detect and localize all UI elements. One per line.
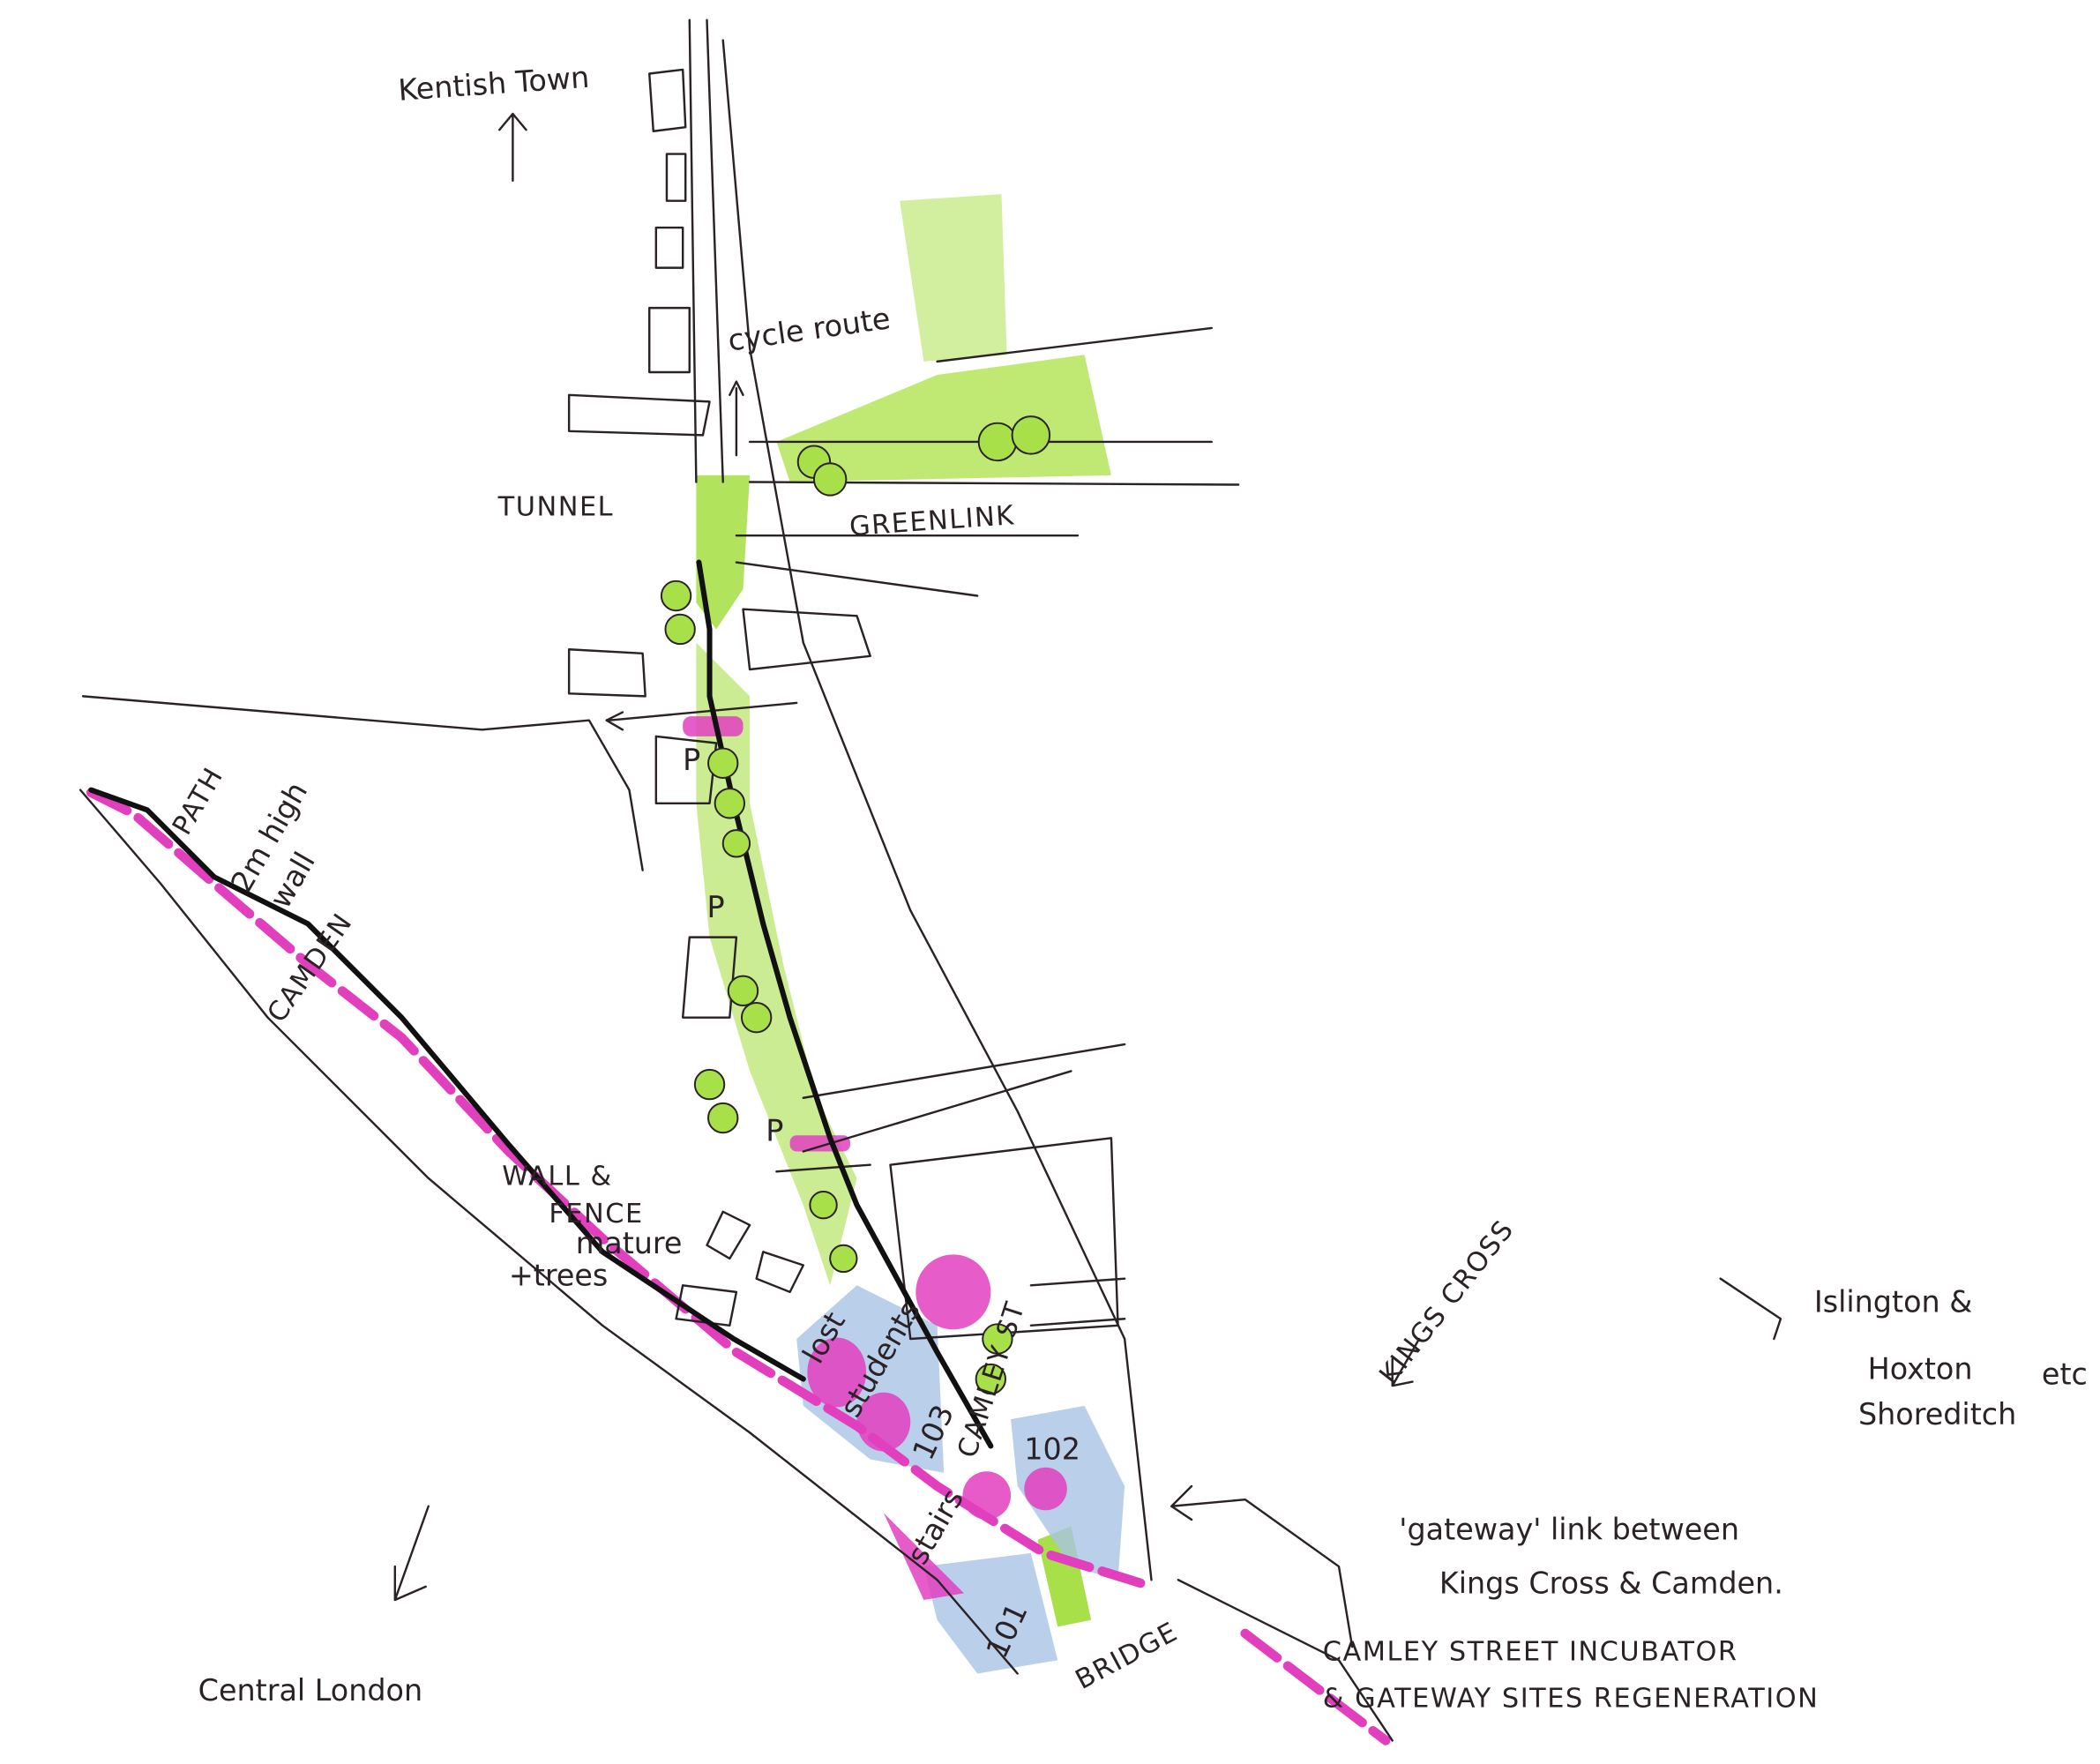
label-site-102: 102 — [1024, 1432, 1080, 1467]
parking-label: P — [683, 743, 700, 777]
bridge-approach-line — [1240, 1628, 1391, 1745]
label-path: PATH — [167, 762, 229, 841]
label-gateway-regeneration: & GATEWAY SITES REGENERATION — [1323, 1683, 1820, 1714]
tree-canopies — [660, 415, 1051, 1395]
parking-label: P — [766, 1113, 783, 1147]
label-islington: Islington & — [1814, 1285, 1972, 1319]
label-trees: +trees — [509, 1258, 608, 1292]
camley-street-edge — [696, 559, 994, 1449]
label-kings-cross: KINGS CROSS — [1373, 1215, 1520, 1390]
label-mature: mature — [576, 1226, 683, 1260]
label-etc: etc — [2042, 1357, 2088, 1392]
label-wall-and: WALL & — [502, 1161, 612, 1192]
label-hoxton: Hoxton — [1868, 1352, 1973, 1387]
wall-black-line — [88, 787, 806, 1382]
label-camley-incubator: CAMLEY STREET INCUBATOR — [1323, 1636, 1738, 1667]
label-fence: FENCE — [549, 1199, 643, 1230]
label-cycle-route: cycle route — [726, 301, 893, 357]
label-tunnel: TUNNEL — [497, 491, 614, 522]
label-bridge: BRIDGE — [1071, 1617, 1184, 1696]
boundary-wall-line — [86, 788, 1156, 1592]
label-stairs: stairs — [901, 1483, 970, 1570]
parking-label: P — [707, 890, 725, 924]
label-kings-cross-camden: Kings Cross & Camden. — [1439, 1566, 1783, 1600]
label-gateway-link: 'gateway' link between — [1399, 1513, 1739, 1547]
label-central-london: Central London — [198, 1673, 422, 1708]
label-shoreditch: Shoreditch — [1858, 1397, 2016, 1431]
label-kentish-town: Kentish Town — [397, 60, 590, 108]
development-sites-blue — [796, 1285, 1125, 1674]
